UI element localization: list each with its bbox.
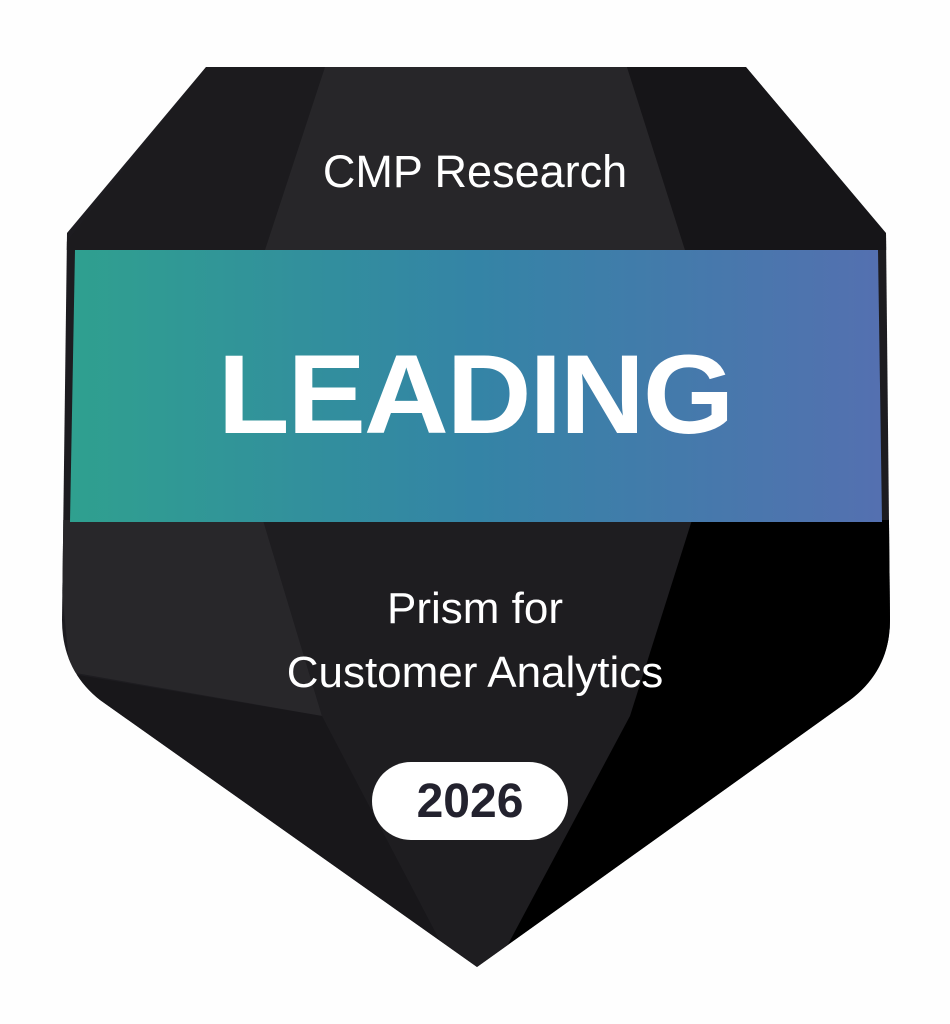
facet-upper-left: [62, 67, 325, 250]
year-pill: 2026: [372, 762, 568, 840]
year-label: 2026: [416, 774, 524, 828]
product-name: Prism for Customer Analytics: [0, 577, 950, 705]
facet-upper-center: [265, 67, 685, 250]
organization-name: CMP Research: [322, 146, 628, 197]
facet-lower-center: [263, 520, 692, 967]
product-name-line1: Prism for: [387, 584, 563, 633]
tier-banner: [70, 250, 882, 522]
facet-upper-right: [627, 67, 890, 250]
facet-lower-left: [62, 520, 322, 716]
tier-label: LEADING: [217, 332, 735, 457]
product-name-line2: Customer Analytics: [286, 648, 664, 697]
